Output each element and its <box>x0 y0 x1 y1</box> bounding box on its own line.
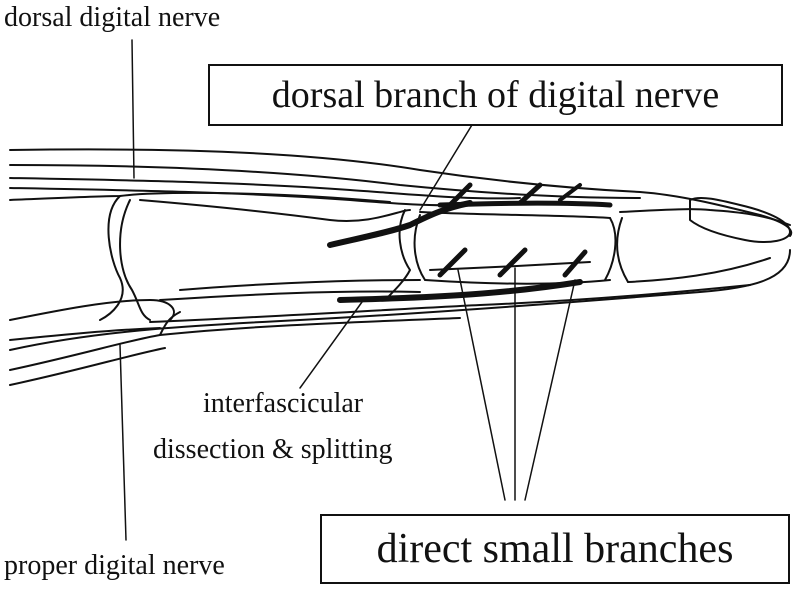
distal-bone-top <box>420 212 610 218</box>
dorsal-branch-along-bone <box>440 203 610 205</box>
label-dorsal-digital-nerve: dorsal digital nerve <box>4 4 220 32</box>
label-interfascicular: interfascicular <box>203 390 363 418</box>
palmar-skin-inner <box>150 285 750 322</box>
proper-nerve-top <box>10 318 460 370</box>
leader-dorsal-digital-nerve <box>132 40 134 178</box>
proper-nerve-fork <box>160 312 180 335</box>
label-dorsal-branch-box: dorsal branch of digital nerve <box>208 64 783 126</box>
label-direct-small-branches-box: direct small branches <box>320 514 790 584</box>
label-direct-small-branches: direct small branches <box>377 528 734 570</box>
distal-bone-right <box>605 218 615 280</box>
label-proper-digital-nerve: proper digital nerve <box>4 552 225 580</box>
dorsal-skin-inner <box>10 165 640 198</box>
palmar-flexor-line <box>10 300 174 320</box>
proximal-bone-top <box>10 193 390 202</box>
leader-small-branch-3 <box>525 280 575 500</box>
palmar-flexor-line-2 <box>10 328 160 340</box>
proper-nerve-bottom <box>10 348 165 385</box>
palmar-small-branch-2 <box>500 250 525 275</box>
distal-phalanx-left <box>617 218 628 282</box>
middle-bone-top <box>140 200 410 221</box>
distal-phalanx-bottom <box>628 258 770 282</box>
label-dorsal-branch: dorsal branch of digital nerve <box>272 76 719 114</box>
palmar-small-branch-1 <box>440 250 465 275</box>
leader-proper-digital-nerve <box>120 345 126 540</box>
middle-bone-lower <box>180 280 420 290</box>
label-dissection-splitting: dissection & splitting <box>153 436 393 464</box>
